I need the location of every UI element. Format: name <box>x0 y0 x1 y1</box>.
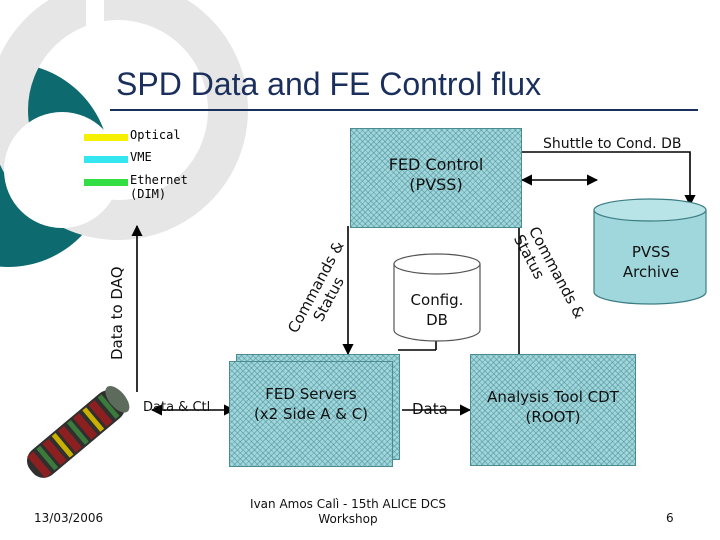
footer-line2: Workshop <box>318 512 378 526</box>
detector-image <box>27 385 130 479</box>
legend-label-optical: Optical <box>130 128 181 142</box>
fed-control-box: FED Control (PVSS) <box>350 128 522 228</box>
white-band-decoration <box>86 0 104 60</box>
data-label: Data <box>412 400 448 418</box>
analysis-tool-title: Analysis Tool CDT <box>487 388 619 406</box>
config-db-line2: DB <box>426 311 448 329</box>
footer-line1: Ivan Amos Calì - 15th ALICE DCS <box>250 497 446 511</box>
fed-servers-title: FED Servers <box>265 385 357 403</box>
config-db-label: Config. DB <box>392 290 482 330</box>
slide-page-number: 6 <box>666 511 674 525</box>
config-db-cylinder <box>393 253 481 342</box>
fed-servers-subtitle: (x2 Side A & C) <box>253 405 369 423</box>
white-disc-decoration <box>4 112 120 228</box>
data-to-daq-label: Data to DAQ <box>108 266 126 360</box>
analysis-tool-box: Analysis Tool CDT (ROOT) <box>470 354 636 466</box>
analysis-tool-subtitle: (ROOT) <box>525 408 581 426</box>
legend-swatch-ethernet <box>84 179 128 186</box>
legend-label-ethernet: Ethernet (DIM) <box>130 173 188 201</box>
slide-date: 13/03/2006 <box>34 511 104 525</box>
fed-server-box-front: FED Servers (x2 Side A & C) <box>229 361 393 467</box>
pvss-archive-label: PVSS Archive <box>596 242 706 282</box>
slide-footer: Ivan Amos Calì - 15th ALICE DCS Workshop <box>238 497 458 527</box>
legend-swatch-vme <box>84 156 128 163</box>
title-underline <box>110 109 698 111</box>
pvss-archive-cylinder <box>593 198 707 305</box>
pvss-archive-line1: PVSS <box>631 243 671 261</box>
fed-control-title: FED Control <box>388 155 484 174</box>
fed-control-subtitle: (PVSS) <box>409 175 463 194</box>
legend-swatch-optical <box>84 134 128 141</box>
slide-title: SPD Data and FE Control flux <box>116 66 542 102</box>
data-ctl-label: Data & Ctl <box>143 400 211 415</box>
pvss-archive-line2: Archive <box>622 263 680 281</box>
legend-label-vme: VME <box>130 150 152 164</box>
shuttle-label: Shuttle to Cond. DB <box>543 136 682 152</box>
shuttle-arrow <box>521 151 696 207</box>
config-db-line1: Config. <box>410 291 464 309</box>
